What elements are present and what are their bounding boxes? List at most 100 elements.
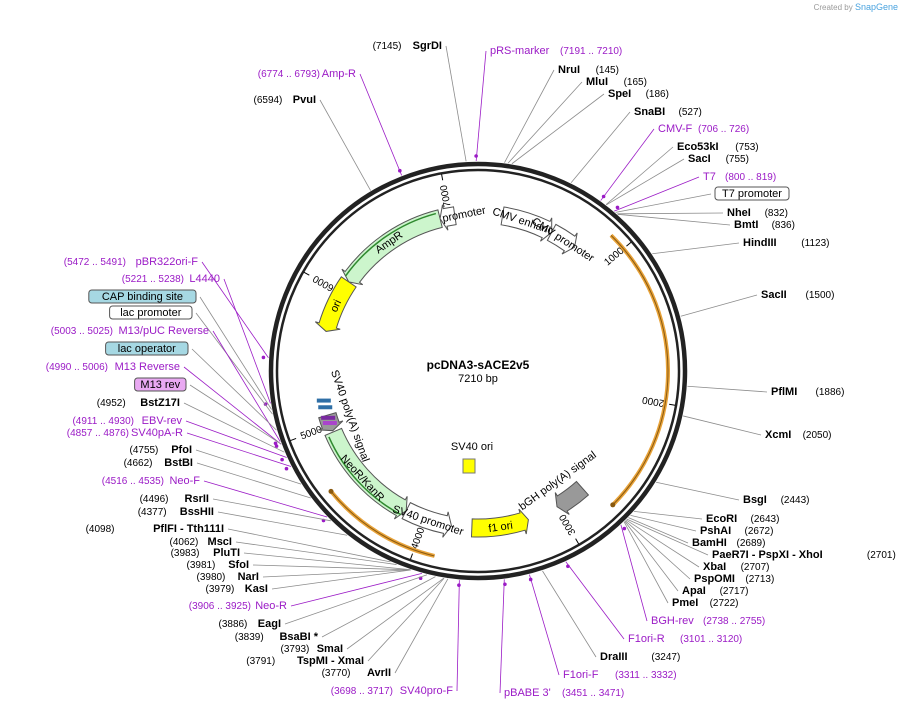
backbone-inner-ring [275,168,681,574]
leader-line [687,385,768,393]
site-name: PshAI [700,525,731,537]
leader-line [252,564,411,571]
site-position: (2672) [745,526,774,537]
primer-mark [398,168,402,173]
leader-line [475,50,487,162]
plasmid-name: pcDNA3-sACE2v5 [427,358,530,372]
leader-line [626,518,709,556]
site-paer7i-pspxi-xhoi: PaeR7I - PspXI - XhoI(2701) [712,549,896,561]
site-name: HindIII [743,237,777,249]
site-position: (1886) [816,387,845,398]
site-name: BamHI [692,537,727,549]
leader-line [346,577,444,650]
site-position: (4377) [138,507,167,518]
plasmid-center: pcDNA3-sACE2v5 7210 bp [427,358,530,385]
leader-line [185,420,287,458]
feature-strand-line [328,436,402,516]
tick-mark [626,241,632,247]
site-name: BGH-rev [651,615,694,627]
site-name: SfoI [228,559,249,571]
site-position: (4911 .. 4930) [72,416,134,427]
leader-line [606,158,685,206]
leader-line [570,111,631,184]
site-m13-puc-reverse: M13/pUC Reverse(5003 .. 5025) [51,325,209,337]
leader-line [614,176,700,212]
site-draiii: DraIII(3247) [600,651,680,663]
site-name: pRS-marker [490,45,550,57]
site-position: (1500) [806,290,835,301]
site-name: AvrII [367,667,391,679]
site-labels: SgrDI(7145)Amp-R(6774 .. 6793)PvuI(6594)… [46,40,896,699]
site-t7: T7(800 .. 819) [703,171,776,183]
site-pbr322ori-f: pBR322ori-F(5472 .. 5491) [64,256,199,268]
leader-line [617,213,731,226]
site-pfoi: PfoI(4755) [129,444,192,456]
site-name: XbaI [703,561,726,573]
site-name: SmaI [317,643,343,655]
site-position: (527) [679,107,702,118]
site-name: M13 Reverse [115,361,180,373]
site-name: BmtI [734,219,758,231]
site-f1ori-r: F1ori-R (3101 .. 3120) [628,633,742,645]
site-position: (2707) [741,562,770,573]
site-eco53ki: Eco53kI(753) [677,141,759,153]
site-position: (2717) [720,586,749,597]
primer-mark [503,582,507,587]
leader-line [683,415,762,436]
tick-mark [669,403,676,406]
leader-line [624,520,679,592]
site-sfoi: SfoI(3981) [186,559,249,571]
leader-line [319,99,371,191]
site-nhei: NheI(832) [727,207,788,219]
site-name: PaeR7I - PspXI - XhoI [712,549,823,561]
leader-line [290,572,423,607]
feature-label-ori: ori [328,298,344,314]
orf-arc-end [610,502,616,508]
snapgene-logo: SnapGene [854,2,898,12]
site-name: PspOMI [694,573,735,585]
leader-line [183,366,282,445]
orange-arcs [328,233,670,558]
site-name: pBABE 3' [504,687,551,699]
site-bstz17i: BstZ17I(4952) [97,397,180,409]
feature-label-sv40-promoter: SV40 promoter [391,503,465,538]
leader-line [203,480,328,518]
site-cap-binding-site: CAP binding site [88,289,197,304]
site-position: (2722) [710,598,739,609]
primer-mark [273,441,278,446]
feature-label-cmv-promoter: CMV promoter [530,216,597,265]
site-snabi: SnaBI(527) [634,106,702,118]
site-name: SacI [688,153,711,165]
primer-mark [622,526,627,531]
leader-line [212,498,331,522]
site-name: EcoRI [706,513,737,525]
site-position: (4755) [129,445,158,456]
leader-line [284,574,428,625]
primer-mark [566,564,570,569]
leader-line [223,278,271,404]
label-leaders [183,45,768,694]
site-bsgi: BsgI(2443) [743,494,810,506]
site-position: (3101 .. 3120) [680,634,742,645]
site-name: Neo-F [169,475,200,487]
feature-label-f1-ori: f1 ori [488,520,514,535]
site-name: F1ori-R [628,633,665,645]
tick-mark [441,174,444,181]
site-pspomi: PspOMI(2713) [694,573,774,585]
site-position: (2443) [781,495,810,506]
plasmid-length: 7210 bp [458,373,498,385]
site-m13-reverse: M13 Reverse(4990 .. 5006) [46,361,180,373]
site-spei: SpeI(186) [608,88,669,100]
site-lac-operator: lac operator [105,341,189,356]
site-ebv-rev: EBV-rev(4911 .. 4930) [72,415,182,427]
site-name: PflMI [771,386,797,398]
site-name: M13/pUC Reverse [119,325,209,337]
site-position: (165) [624,77,647,88]
site-name: NruI [558,64,580,76]
site-sv40pro-f: SV40pro-F(3698 .. 3717) [331,685,454,697]
leader-line [262,569,411,578]
site-name: RsrII [185,493,209,505]
site-position: (4496) [140,494,169,505]
leader-line [605,146,674,205]
site-neo-r: Neo-R(3906 .. 3925) [189,600,287,612]
